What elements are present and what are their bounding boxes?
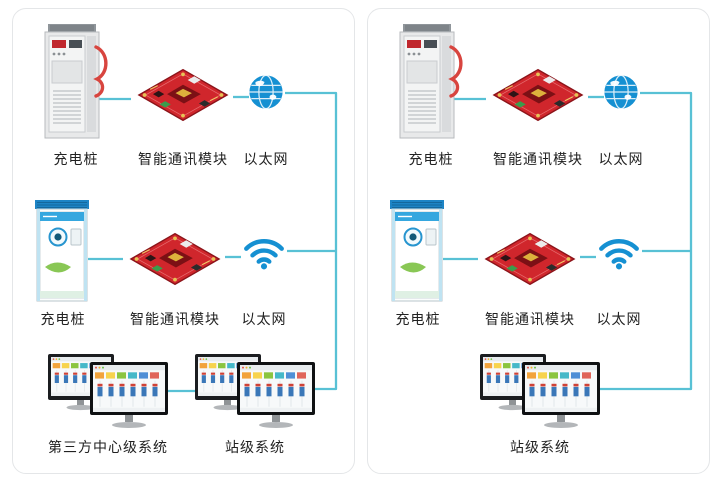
- monitoring-system-monitors-image: [480, 349, 600, 433]
- connection-lines: [443, 91, 693, 391]
- ethernet-label: 以太网: [596, 312, 642, 328]
- ethernet-globe-icon: [247, 73, 285, 111]
- dc-charging-pile-image: [396, 23, 466, 143]
- left-panel: 充电桩 智能通讯模块 以太网 充电桩 智能通讯模块 以太网 第三方中心级系统 站…: [12, 8, 355, 474]
- ethernet-label: 以太网: [243, 152, 289, 168]
- wifi-icon: [241, 233, 287, 271]
- station-system-label: 站级系统: [510, 440, 570, 456]
- ethernet-globe-icon: [602, 73, 640, 111]
- monitoring-system-monitors-image: [195, 349, 315, 433]
- dc-charging-pile-image: [41, 23, 111, 143]
- ac-charging-pile-image: [388, 199, 448, 304]
- communication-module-icon: [478, 229, 582, 289]
- ethernet-label: 以太网: [598, 152, 644, 168]
- communication-module-icon: [123, 229, 227, 289]
- charging-pile-label: 充电桩: [408, 152, 454, 168]
- ethernet-label: 以太网: [241, 312, 287, 328]
- station-system-label: 站级系统: [225, 440, 285, 456]
- wifi-icon: [596, 233, 642, 271]
- monitoring-system-monitors-image: [48, 349, 168, 433]
- charging-pile-label: 充电桩: [53, 152, 99, 168]
- charging-pile-label: 充电桩: [40, 312, 86, 328]
- communication-module-label: 智能通讯模块: [485, 312, 575, 328]
- communication-module-label: 智能通讯模块: [138, 152, 228, 168]
- communication-module-icon: [131, 65, 235, 125]
- ac-charging-pile-image: [33, 199, 93, 304]
- communication-module-icon: [486, 65, 590, 125]
- charging-pile-label: 充电桩: [395, 312, 441, 328]
- right-panel: 充电桩 智能通讯模块 以太网 充电桩 智能通讯模块 以太网 站级系统: [367, 8, 710, 474]
- third-party-center-system-label: 第三方中心级系统: [48, 440, 168, 456]
- connection-lines: [88, 91, 338, 393]
- communication-module-label: 智能通讯模块: [493, 152, 583, 168]
- communication-module-label: 智能通讯模块: [130, 312, 220, 328]
